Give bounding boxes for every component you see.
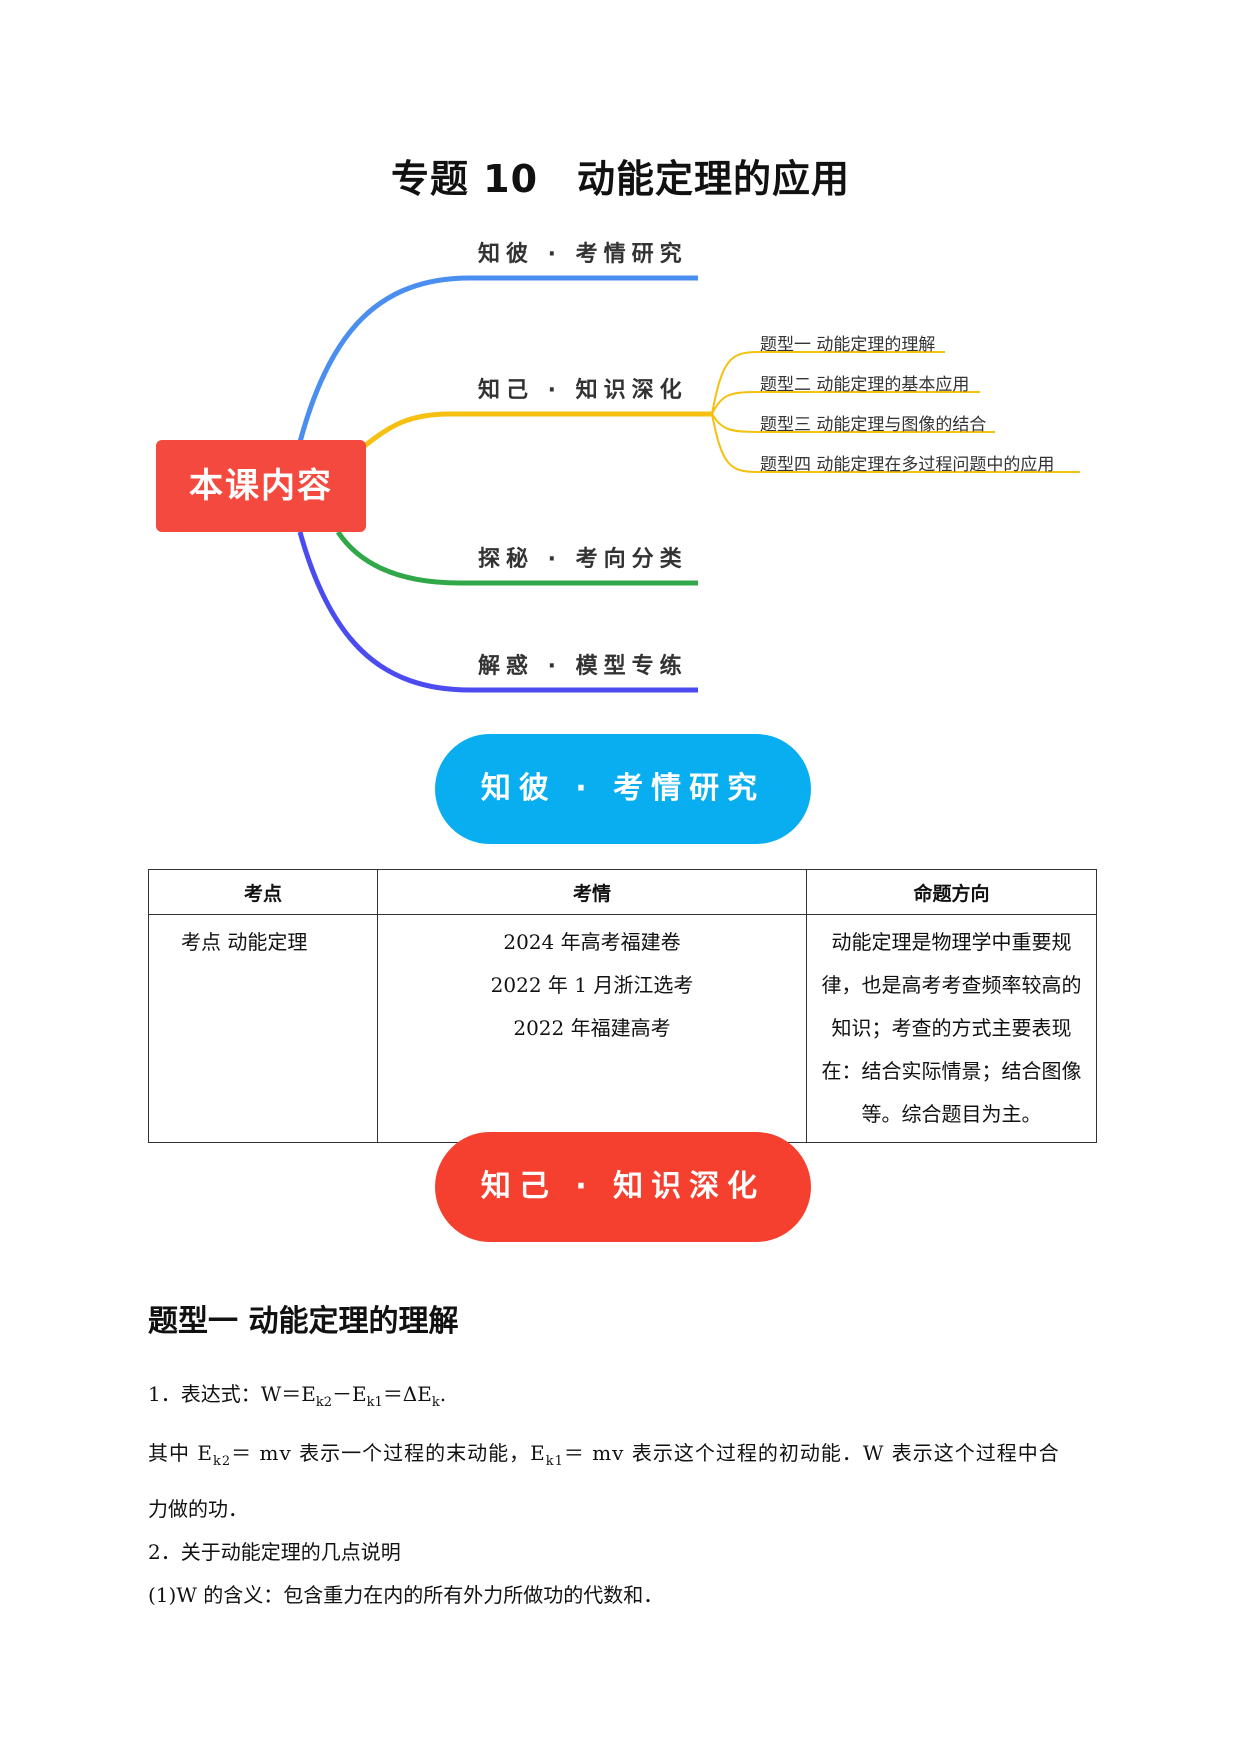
- mind-map: 知彼 · 考情研究 知己 · 知识深化 探秘 · 考向分类 解惑 · 模型专练 …: [0, 0, 1241, 730]
- section-heading: 题型一 动能定理的理解: [148, 1304, 459, 1339]
- branch-label-1: 知彼 · 考情研究: [478, 242, 688, 267]
- sub-item-4: 题型四 动能定理在多过程问题中的应用: [760, 455, 1055, 475]
- direction-line: 在：结合实际情景；结合图像: [821, 1059, 1082, 1083]
- text: .: [439, 1382, 447, 1406]
- branch-line-4: [297, 531, 698, 693]
- text: 其中 E: [148, 1441, 213, 1465]
- text: 1．表达式：W＝E: [148, 1382, 316, 1406]
- table-header-row: 考点 考情 命题方向: [148, 869, 1097, 915]
- subscript: k1: [366, 1395, 383, 1410]
- subscript: k: [431, 1395, 440, 1410]
- section-banner-know-self: 知己 · 知识深化: [435, 1132, 811, 1242]
- branch-line-3: [335, 530, 698, 586]
- branch-label-2: 知己 · 知识深化: [478, 378, 688, 403]
- document-title: 专题 10 动能定理的应用: [390, 157, 851, 201]
- branch-line-2: [360, 411, 712, 450]
- text: ＝ mv 表示这个过程的初动能．W 表示这个过程中合: [563, 1441, 1060, 1465]
- sub-line-3: [711, 413, 995, 433]
- exam-line: 2024 年高考福建卷: [503, 930, 681, 954]
- paragraph-note-1: (1)W 的含义：包含重力在内的所有外力所做功的代数和．: [148, 1583, 664, 1607]
- direction-line: 律，也是高考考查频率较高的: [821, 973, 1082, 997]
- sub-item-2: 题型二 动能定理的基本应用: [760, 375, 970, 395]
- text: －E: [332, 1382, 367, 1406]
- exam-line: 2022 年福建高考: [513, 1016, 671, 1040]
- subscript: k2: [315, 1395, 333, 1410]
- point-text: 考点 动能定理: [181, 930, 308, 954]
- branch-line-1: [297, 275, 698, 443]
- paragraph-continuation: 力做的功．: [148, 1497, 248, 1521]
- mind-map-center: 本课内容: [156, 440, 366, 532]
- section-banner-know-other: 知彼 · 考情研究: [435, 734, 811, 844]
- exam-line: 2022 年 1 月浙江选考: [490, 973, 694, 997]
- mind-map-connectors: [297, 275, 1080, 693]
- sub-line-1: [711, 351, 945, 415]
- cell-direction: 动能定理是物理学中重要规 律，也是高考考查频率较高的 知识；考查的方式主要表现 …: [806, 914, 1097, 1143]
- paragraph-explanation: 其中 Ek2＝ mv 表示一个过程的末动能，Ek1＝ mv 表示这个过程的初动能…: [148, 1437, 1060, 1469]
- sub-line-4: [711, 413, 1080, 473]
- table-row: 考点 动能定理 2024 年高考福建卷 2022 年 1 月浙江选考 2022 …: [148, 914, 1097, 1143]
- direction-line: 动能定理是物理学中重要规: [831, 930, 1072, 954]
- exam-info-table: 考点 考情 命题方向 考点 动能定理 2024 年高考福建卷 2022 年 1 …: [148, 869, 1097, 1143]
- subscript: k1: [545, 1454, 564, 1469]
- paragraph-notes-heading: 2．关于动能定理的几点说明: [148, 1540, 401, 1564]
- header-direction: 命题方向: [806, 869, 1097, 915]
- header-exams: 考情: [377, 869, 807, 915]
- direction-line: 知识；考查的方式主要表现: [831, 1016, 1072, 1040]
- sub-line-2: [711, 391, 980, 415]
- subscript: k2: [212, 1454, 232, 1469]
- branch-label-4: 解惑 · 模型专练: [478, 654, 688, 679]
- text: ＝ΔE: [382, 1382, 432, 1406]
- sub-item-1: 题型一 动能定理的理解: [760, 335, 936, 355]
- header-point: 考点: [148, 869, 378, 915]
- text: ＝ mv 表示一个过程的末动能，E: [231, 1441, 546, 1465]
- cell-exams: 2024 年高考福建卷 2022 年 1 月浙江选考 2022 年福建高考: [377, 914, 807, 1143]
- direction-line: 等。综合题目为主。: [861, 1102, 1042, 1126]
- sub-item-3: 题型三 动能定理与图像的结合: [760, 415, 987, 435]
- cell-point: 考点 动能定理: [148, 914, 378, 1143]
- branch-label-3: 探秘 · 考向分类: [478, 547, 688, 572]
- paragraph-expression: 1．表达式：W＝Ek2－Ek1＝ΔEk.: [148, 1378, 446, 1410]
